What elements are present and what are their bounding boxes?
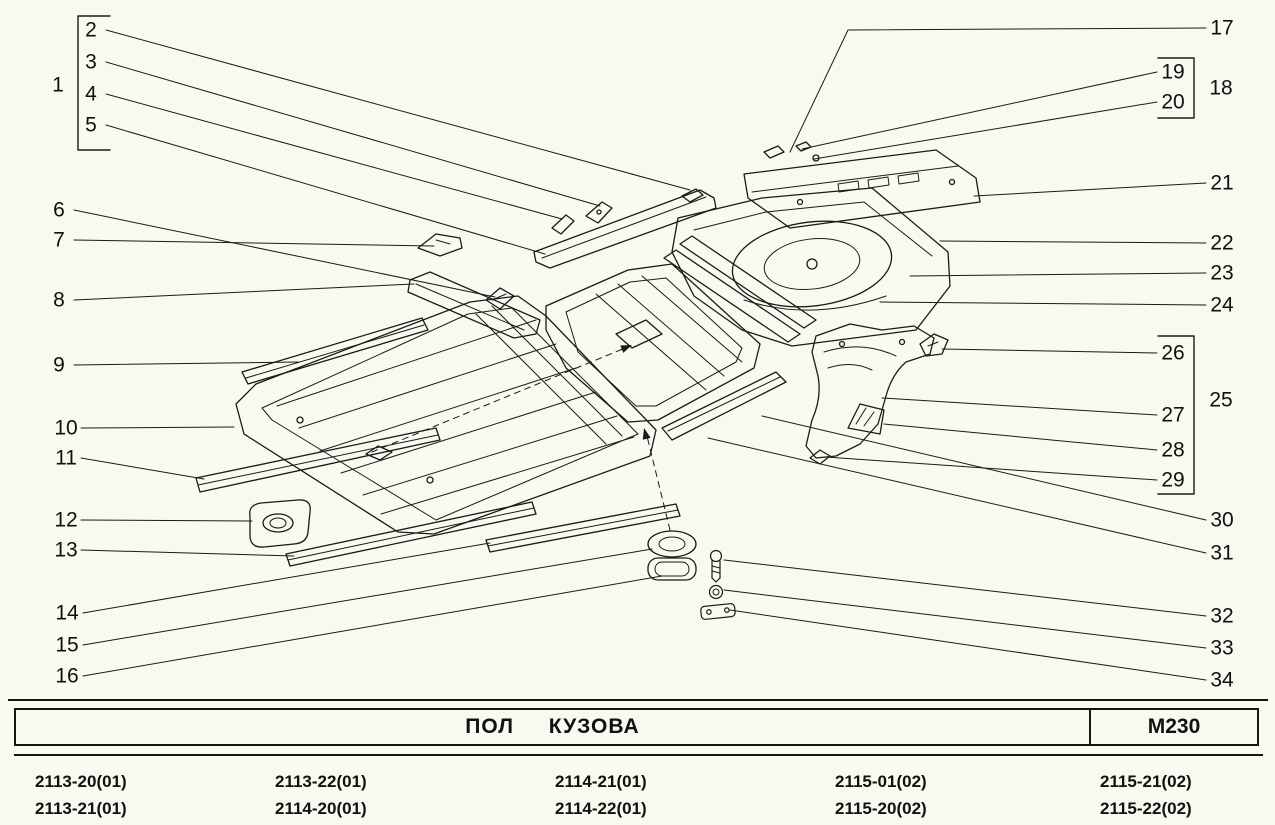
callout-15: 15: [55, 633, 79, 657]
rear-panel: [743, 141, 981, 229]
separator-rule-top: [8, 699, 1268, 701]
model-code: 2113-22(01): [275, 772, 367, 791]
callout-28: 28: [1161, 438, 1185, 462]
side-rails: [195, 235, 817, 567]
callout-19: 19: [1161, 60, 1185, 84]
callout-5: 5: [85, 113, 97, 137]
callout-17: 17: [1210, 16, 1234, 40]
arrowheads: [620, 345, 651, 440]
callout-32: 32: [1210, 604, 1234, 628]
callout-22: 22: [1210, 231, 1234, 255]
middle-floor-panel: [545, 263, 761, 423]
front-crossmember: [533, 188, 717, 269]
model-code: 2114-20(01): [275, 799, 367, 818]
model-code: 2113-20(01): [35, 772, 127, 791]
callout-31: 31: [1210, 541, 1234, 565]
callout-20: 20: [1161, 90, 1185, 114]
title-block: ПОЛ КУЗОВА M230: [14, 708, 1259, 746]
callout-33: 33: [1210, 636, 1234, 660]
model-code: 2115-01(02): [835, 772, 927, 791]
callout-27: 27: [1161, 403, 1185, 427]
callout-21: 21: [1210, 171, 1234, 195]
catalog-code: M230: [1089, 710, 1257, 744]
callout-23: 23: [1210, 261, 1234, 285]
callout-18: 18: [1209, 76, 1233, 100]
rear-floor-panel: [671, 187, 951, 347]
callout-29: 29: [1161, 468, 1185, 492]
front-floor-panel: [235, 295, 657, 535]
callout-7: 7: [53, 228, 65, 252]
parts-diagram: [73, 15, 1207, 681]
grommet-parts: [647, 530, 697, 581]
callout-16: 16: [55, 664, 79, 688]
model-code: 2115-22(02): [1100, 799, 1192, 818]
spare-wheel-well: [731, 220, 893, 308]
callout-4: 4: [85, 82, 97, 106]
model-code: 2114-21(01): [555, 772, 647, 791]
callout-2: 2: [85, 18, 97, 42]
model-code: 2114-22(01): [555, 799, 647, 818]
callout-24: 24: [1210, 293, 1234, 317]
small-brackets: [417, 233, 949, 465]
callout-brackets: [77, 15, 1195, 495]
callout-10: 10: [54, 416, 78, 440]
callout-1: 1: [52, 73, 64, 97]
callout-34: 34: [1210, 668, 1234, 692]
callout-26: 26: [1161, 341, 1185, 365]
fastener-parts: [700, 549, 736, 620]
callout-12: 12: [54, 508, 78, 532]
callout-30: 30: [1210, 508, 1234, 532]
callout-8: 8: [53, 288, 65, 312]
callout-9: 9: [53, 353, 65, 377]
parts-diagram-svg: [73, 15, 1207, 681]
callout-25: 25: [1209, 388, 1233, 412]
dashed-arrows: [371, 345, 671, 531]
page-title: ПОЛ КУЗОВА: [465, 715, 640, 738]
support-plate: [249, 499, 311, 548]
wheel-arch-panel: [805, 323, 935, 459]
model-code: 2115-20(02): [835, 799, 927, 818]
callout-11: 11: [55, 446, 77, 470]
separator-rule-bottom: [14, 754, 1263, 756]
model-code: 2113-21(01): [35, 799, 127, 818]
callout-3: 3: [85, 50, 97, 74]
callout-14: 14: [55, 601, 79, 625]
callout-13: 13: [54, 538, 78, 562]
callout-6: 6: [53, 198, 65, 222]
model-code: 2115-21(02): [1100, 772, 1192, 791]
leader-lines: [73, 27, 1207, 681]
